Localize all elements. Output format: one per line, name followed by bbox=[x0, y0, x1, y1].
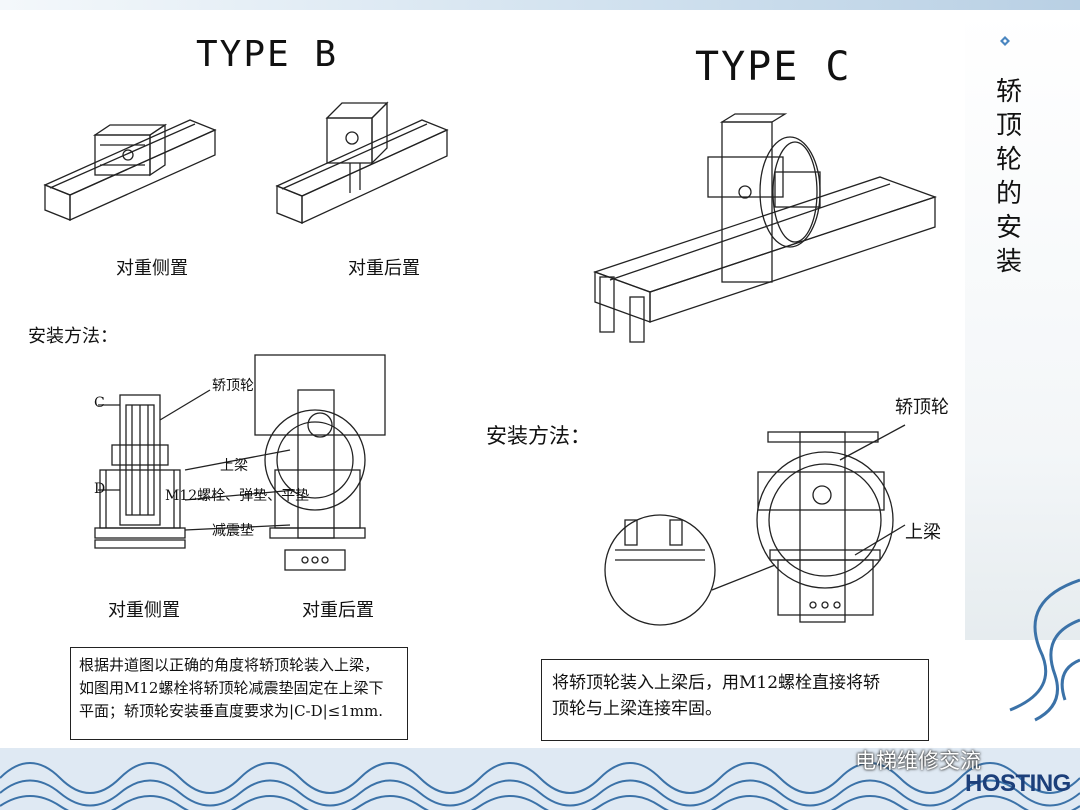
type-c-callout-sheave: 轿顶轮 bbox=[895, 397, 949, 418]
type-b-callout-d: D bbox=[94, 481, 106, 497]
note-line: 平面；轿顶轮安装垂直度要求为|C-D|≤1mm. bbox=[79, 700, 399, 723]
note-tail: ≤1mm. bbox=[327, 702, 384, 720]
title-char: 轿 bbox=[995, 77, 1022, 107]
type-b-callout-sheave: 轿顶轮 bbox=[212, 378, 254, 394]
type-b-rear-drawing bbox=[275, 101, 449, 225]
type-b-side-drawing bbox=[43, 119, 217, 222]
title-char: 装 bbox=[995, 247, 1022, 277]
title-char: 顶 bbox=[995, 111, 1022, 141]
side-panel bbox=[965, 10, 1080, 640]
type-b-callout-damper: 减震垫 bbox=[212, 523, 254, 539]
note-line: 顶轮与上梁连接牢固。 bbox=[552, 699, 722, 719]
type-b-method-label: 安装方法： bbox=[28, 326, 118, 347]
type-b-install-diagram bbox=[94, 354, 386, 571]
type-b-callout-bolt: M12螺栓、弹垫、平垫 bbox=[165, 488, 310, 504]
type-b-title: TYPE B bbox=[196, 34, 339, 75]
title-char: 的 bbox=[995, 179, 1022, 209]
hosting-logo: HOSTING bbox=[965, 770, 1071, 797]
note-formula: |C-D| bbox=[289, 702, 328, 720]
brand-name: 电梯维修交流 bbox=[855, 749, 981, 773]
type-c-note-box: 将轿顶轮装入上梁后，用M12螺栓直接将轿 顶轮与上梁连接牢固。 bbox=[541, 659, 929, 741]
top-gradient-bar bbox=[0, 0, 1080, 10]
note-line: 如图用M12螺栓将轿顶轮减震垫固定在上梁下 bbox=[79, 679, 384, 697]
title-char: 轮 bbox=[995, 145, 1022, 175]
type-b-caption-side: 对重侧置 bbox=[116, 258, 188, 279]
wave-border bbox=[0, 748, 1080, 810]
type-c-install-diagram bbox=[604, 424, 906, 626]
type-c-callout-beam: 上梁 bbox=[905, 522, 941, 543]
diamond-bullet-icon bbox=[1000, 36, 1010, 46]
title-char: 安 bbox=[995, 213, 1022, 243]
type-b-caption-rear: 对重后置 bbox=[348, 258, 420, 279]
type-b-callout-c: C bbox=[94, 395, 105, 411]
type-b-bottom-caption-side: 对重侧置 bbox=[108, 600, 180, 621]
note-line: 将轿顶轮装入上梁后，用M12螺栓直接将轿 bbox=[552, 673, 881, 693]
type-b-note-box: 根据井道图以正确的角度将轿顶轮装入上梁， 如图用M12螺栓将轿顶轮减震垫固定在上… bbox=[70, 647, 408, 740]
type-c-title: TYPE C bbox=[695, 44, 852, 90]
type-b-bottom-caption-rear: 对重后置 bbox=[302, 600, 374, 621]
type-c-drawing bbox=[593, 113, 937, 343]
type-b-callout-beam: 上梁 bbox=[220, 458, 248, 474]
note-text: 平面；轿顶轮安装垂直度要求为 bbox=[79, 702, 290, 720]
corner-wave-ornament bbox=[1009, 578, 1080, 722]
vertical-title: 轿 顶 轮 的 安 装 bbox=[993, 75, 1025, 279]
note-line: 根据井道图以正确的角度将轿顶轮装入上梁， bbox=[79, 656, 380, 674]
type-c-method-label: 安装方法： bbox=[486, 424, 591, 448]
